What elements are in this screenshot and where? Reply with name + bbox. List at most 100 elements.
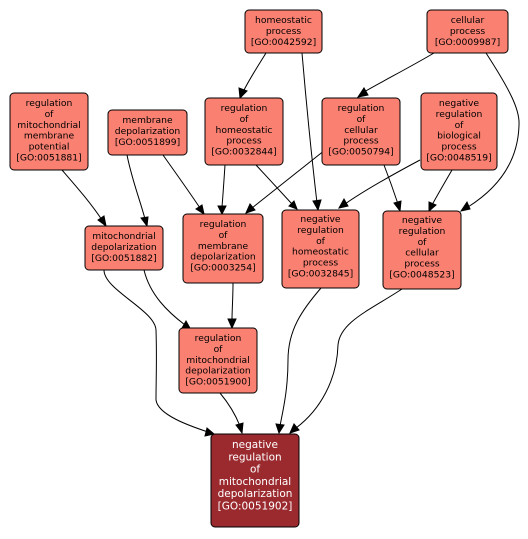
node-label-line: process [450, 26, 486, 37]
arrowhead [235, 422, 244, 435]
edge-reg-cellular-to-reg-membrane-depol [251, 149, 326, 209]
node-label-line: [GO:0003254] [190, 263, 255, 274]
arrowhead [428, 201, 437, 213]
arrowhead [459, 200, 471, 212]
node-label-line: depolarization [115, 126, 181, 137]
node-label-line: membrane [198, 241, 249, 252]
node-label-line: [GO:0048523] [389, 270, 454, 281]
arrowhead [217, 205, 227, 216]
node-label-line: process [404, 259, 440, 270]
edge-reg-cellular-to-neg-reg-cellular [383, 164, 399, 205]
node-label-line: regulation [399, 226, 446, 237]
node-label-line: regulation [338, 103, 385, 114]
node-label-line: of [45, 109, 55, 120]
node-label-line: of [219, 230, 229, 241]
node-label-line: membrane [24, 131, 75, 142]
node-label-line: depolarization [91, 242, 157, 253]
node-label-line: mitochondrial [186, 355, 249, 366]
node-label-line: regulation [297, 225, 344, 236]
edge-reg-homeostatic-to-reg-membrane-depol [221, 164, 226, 208]
node-label-line: mitochondrial [219, 476, 291, 488]
arrowhead [356, 87, 369, 98]
node-label-line: regulation [200, 219, 247, 230]
node-label-line: process [266, 26, 302, 37]
node-label-line: [GO:0032844] [211, 147, 276, 158]
edge-membrane-depol-to-reg-membrane-depol [162, 154, 201, 209]
edge-cellular-to-neg-reg-cellular [467, 52, 520, 208]
arrowhead [227, 318, 237, 330]
arrowhead [195, 204, 205, 216]
node-label-line: of [240, 114, 250, 125]
edge-cellular-to-reg-cellular [363, 52, 435, 93]
node-label-line: [GO:0050794] [328, 147, 393, 158]
edge-reg-mito-potential-to-mito-depol [61, 169, 103, 221]
node-label-line: cellular [405, 248, 439, 259]
arrowhead [275, 423, 285, 435]
node-label-line: of [214, 344, 224, 355]
edge-homeostatic-to-reg-homeostatic [242, 52, 267, 93]
node-label-line: biological [437, 131, 481, 142]
edge-membrane-depol-to-mito-depol [126, 154, 146, 220]
node-label-line: potential [29, 142, 70, 153]
node-label-line: regulation [26, 98, 73, 109]
node-label-line: [GO:0048519] [426, 153, 491, 164]
node-label-line: [GO:0051900] [185, 377, 250, 388]
node-label-line: process [343, 136, 379, 147]
node-label-line: depolarization [185, 366, 251, 377]
arrowhead [140, 216, 149, 228]
node-label-line: depolarization [190, 252, 256, 263]
node-label-line: [GO:0009987] [435, 37, 500, 48]
edge-mito-depol-to-neg-reg-mito-depol [103, 269, 209, 433]
edge-reg-membrane-depol-to-reg-mito-depol [231, 282, 234, 321]
node-label-line: regulation [436, 109, 483, 120]
node-label-line: regulation [221, 103, 268, 114]
node-label-line: negative [300, 214, 341, 225]
node-label-line: negative [439, 98, 480, 109]
edge-neg-reg-homeostatic-to-neg-reg-mito-depol [279, 287, 322, 427]
node-label-line: of [316, 236, 326, 247]
node-label-line: regulation [195, 333, 242, 344]
node-label-line: homeostatic [255, 15, 312, 26]
edge-reg-homeostatic-to-neg-reg-homeostatic [255, 164, 293, 205]
arrowhead [204, 427, 216, 437]
edge-mito-depol-to-reg-mito-depol [143, 269, 186, 326]
node-label-line: of [418, 237, 428, 248]
node-label-line: [GO:0051881] [16, 153, 81, 164]
arrowhead [289, 423, 300, 434]
node-label-line: homeostatic [292, 247, 349, 258]
node-label-line: negative [232, 439, 278, 451]
arrowhead [238, 87, 248, 100]
node-label-line: regulation [228, 451, 281, 463]
arrowhead [393, 200, 402, 213]
edges [61, 52, 520, 437]
node-label-line: process [303, 258, 339, 269]
node-label-line: of [455, 120, 465, 131]
node-label-line: depolarization [218, 488, 293, 500]
edge-neg-reg-bio-to-neg-reg-homeostatic [344, 159, 421, 205]
arrowhead [245, 203, 256, 214]
